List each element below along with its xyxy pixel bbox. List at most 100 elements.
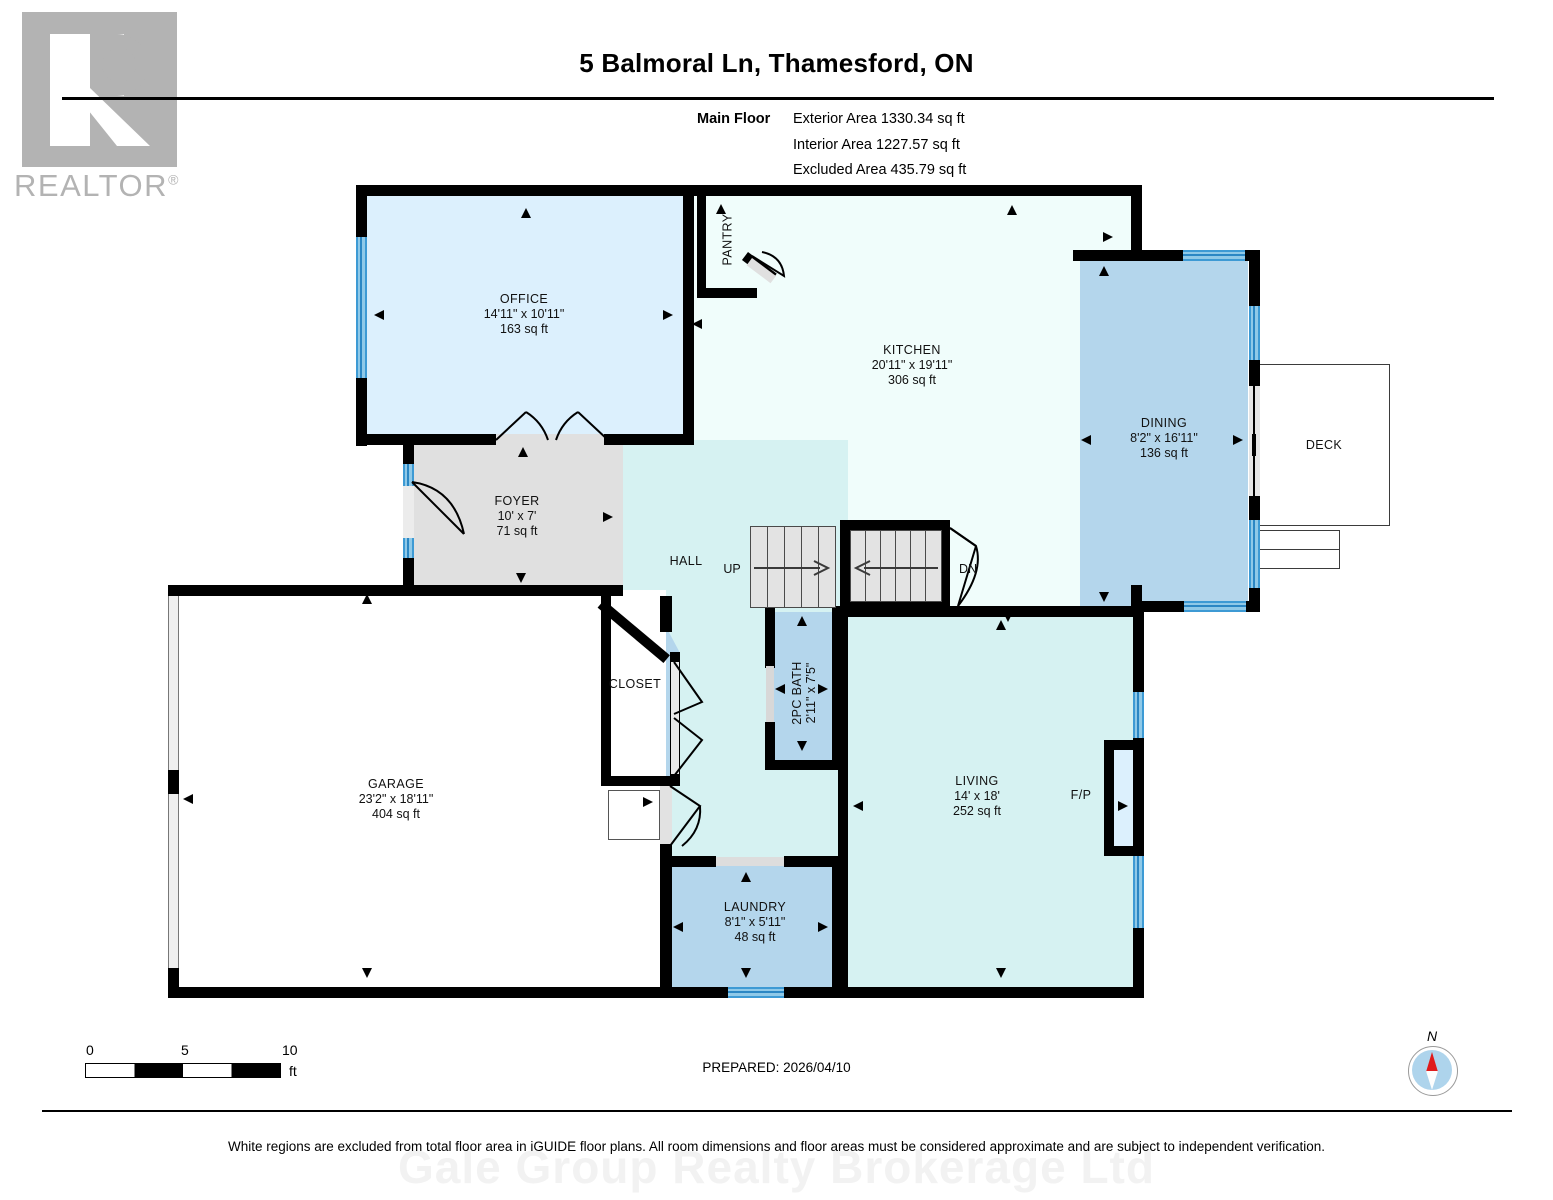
wall-dining-right-b (1249, 360, 1260, 386)
wall-foyer-bottom (403, 585, 623, 596)
dimension-arrow (818, 922, 828, 932)
room-fill-living (844, 614, 1144, 998)
room-dims-dining: 8'2" x 16'11" (1130, 431, 1198, 445)
room-label-kitchen: KITCHEN 20'11" x 19'11" 306 sq ft (812, 343, 1012, 388)
room-name-closet: CLOSET (608, 677, 662, 691)
room-fill-laundry (668, 866, 840, 998)
room-name-dining: DINING (1140, 416, 1188, 430)
door-foyer-entry (403, 486, 414, 538)
wall-stairs-dn-right (940, 520, 950, 612)
wall-living-right-b (1133, 738, 1144, 856)
room-label-fireplace: F/P (1046, 788, 1116, 803)
dimension-arrow (1118, 801, 1128, 811)
room-area-office: 163 sq ft (500, 322, 548, 336)
room-label-office: OFFICE 14'11" x 10'11" 163 sq ft (424, 292, 624, 337)
excluded-area-text: Excluded Area 435.79 sq ft (793, 162, 967, 178)
dimension-arrow (1103, 232, 1113, 242)
dimension-arrow (797, 741, 807, 751)
wall-dining-right-a (1249, 250, 1260, 306)
room-label-laundry: LAUNDRY 8'1" x 5'11" 48 sq ft (672, 900, 838, 945)
room-name-laundry: LAUNDRY (723, 900, 787, 914)
dimension-arrow (996, 968, 1006, 978)
wall-stairs-divider (840, 520, 850, 612)
room-fill-office (364, 193, 686, 438)
dimension-arrow (516, 573, 526, 583)
room-name-foyer: FOYER (494, 494, 540, 508)
realtor-logo-registered: ® (168, 171, 180, 188)
room-dims-foyer: 10' x 7' (497, 509, 537, 523)
wall-office-right (683, 185, 694, 445)
window-foyer-left-a (403, 464, 414, 486)
wall-laundry-top-left (660, 856, 716, 867)
floor-plan-drawing: OFFICE 14'11" x 10'11" 163 sq ft PANTRY … (168, 185, 1390, 998)
stairs-up-text: UP (723, 562, 741, 576)
room-area-living: 252 sq ft (953, 804, 1001, 818)
wall-kitchen-right-upper (1131, 185, 1142, 258)
dimension-arrow (603, 512, 613, 522)
room-name-living: LIVING (955, 774, 999, 788)
realtor-logo-r-stem (50, 34, 90, 146)
wall-garage-right-upper (660, 596, 672, 632)
scale-bar (85, 1063, 281, 1078)
room-label-2pc-bath: 2PC BATH 2'11" x 7'5" (790, 637, 818, 749)
dimension-arrow (1007, 205, 1017, 215)
room-fill-garage (176, 590, 666, 998)
wall-living-right-c (1133, 928, 1144, 998)
room-name-2pc-bath: 2PC BATH (790, 661, 804, 725)
dimension-arrow (996, 620, 1006, 630)
wall-bath-bottom (765, 760, 842, 770)
wall-laundry-right (832, 856, 842, 998)
wall-garage-bottom (168, 987, 673, 998)
door-slider-line (1252, 386, 1256, 498)
door-office-french-swing (495, 411, 609, 441)
room-area-garage: 404 sq ft (372, 807, 420, 821)
wall-pantry-left (697, 193, 706, 298)
dimension-arrow (1233, 435, 1243, 445)
room-name-kitchen: KITCHEN (883, 343, 941, 357)
wall-bath-left-lower (765, 722, 775, 770)
stairs-down-label: DN (942, 562, 994, 577)
dimension-arrow (1099, 266, 1109, 276)
dimension-arrow (818, 684, 828, 694)
wall-fireplace-left (1104, 740, 1114, 856)
wall-fireplace-bottom (1104, 846, 1144, 856)
room-label-pantry: PANTRY (721, 200, 736, 280)
dimension-arrow (716, 204, 726, 214)
compass-needle-north (1426, 1052, 1438, 1072)
interior-area-text: Interior Area 1227.57 sq ft (793, 137, 960, 153)
page-title: 5 Balmoral Ln, Thamesford, ON (579, 48, 974, 78)
dimension-arrow (663, 310, 673, 320)
footer-divider (42, 1110, 1512, 1112)
dimension-arrow (643, 797, 653, 807)
wall-dining-top-left (1073, 250, 1183, 261)
wall-laundry-bottom-left (660, 987, 728, 998)
deck-step-1 (1258, 530, 1340, 550)
room-label-dining: DINING 8'2" x 16'11" 136 sq ft (1064, 416, 1264, 461)
compass-needle-south (1426, 1071, 1438, 1090)
room-label-foyer: FOYER 10' x 7' 71 sq ft (417, 494, 617, 539)
dimension-arrow (362, 594, 372, 604)
wall-living-left (838, 606, 848, 998)
floor-label: Main Floor (697, 111, 771, 127)
wall-garage-left-lower (168, 968, 179, 998)
wall-dining-right-c (1249, 496, 1260, 522)
room-label-closet: CLOSET (590, 677, 680, 692)
window-dining-right-b (1249, 520, 1260, 592)
dimension-arrow (1003, 612, 1013, 622)
realtor-logo-word: REALTOR (14, 168, 169, 203)
disclaimer-text: White regions are excluded from total fl… (227, 1139, 1326, 1154)
door-laundry-sill (716, 857, 784, 866)
exterior-area-text: Exterior Area 1330.34 sq ft (793, 111, 965, 127)
room-name-office: OFFICE (499, 292, 549, 306)
stair-tread (925, 530, 942, 602)
wall-dining-right-d (1249, 588, 1260, 612)
compass-rose: N (1400, 1028, 1472, 1100)
wall-bath-right (832, 606, 842, 770)
dimension-arrow (521, 208, 531, 218)
window-dining-bottom (1184, 601, 1246, 612)
prepared-date: PREPARED: 2026/04/10 (702, 1060, 851, 1075)
dimension-arrow (183, 794, 193, 804)
room-dims-laundry: 8'1" x 5'11" (724, 915, 786, 929)
stairs-down-arrow (853, 560, 938, 576)
